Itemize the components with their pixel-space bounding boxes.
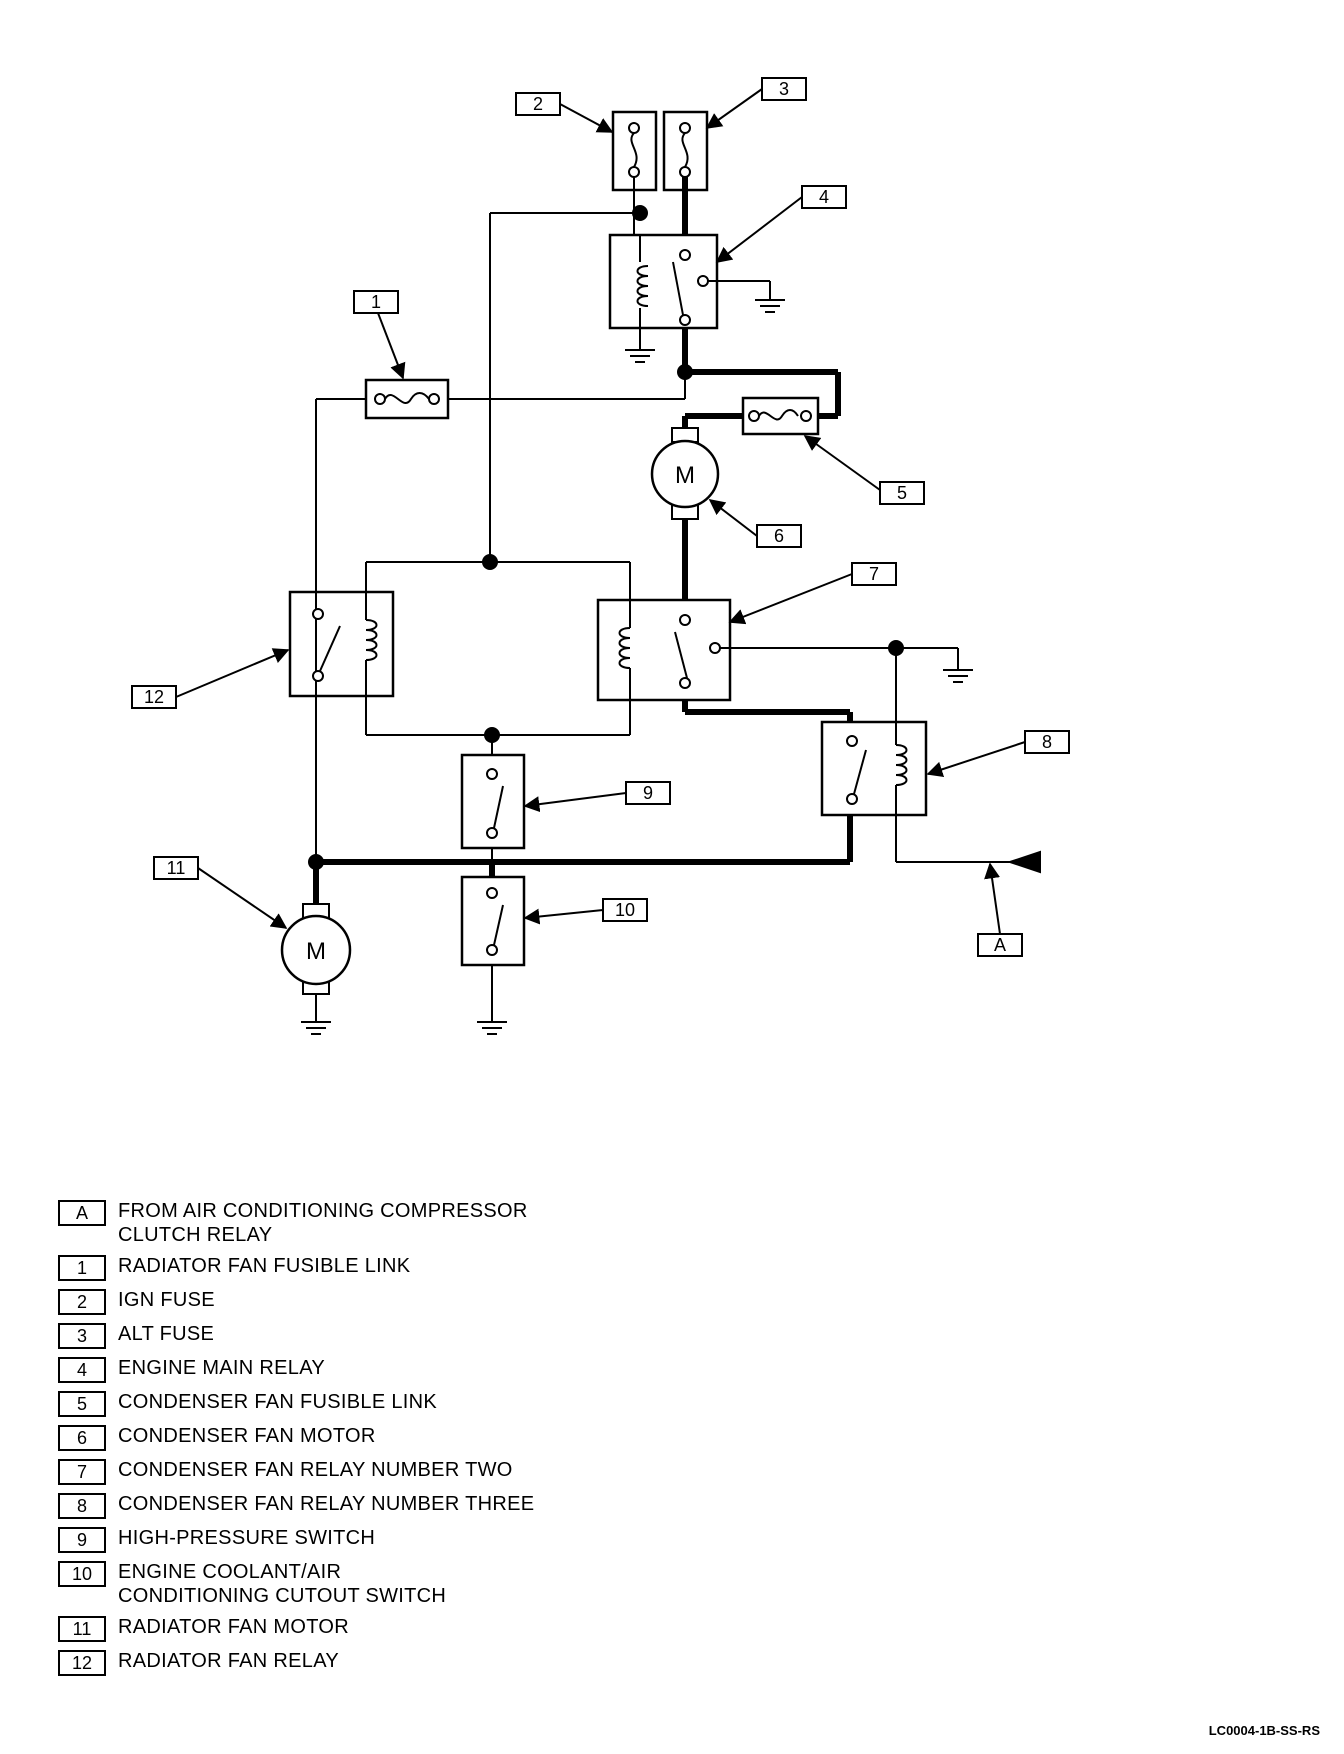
condenser-fan-relay-three bbox=[820, 720, 928, 817]
legend-text: CONDENSER FAN FUSIBLE LINK bbox=[118, 1391, 437, 1413]
high-pressure-switch bbox=[460, 753, 526, 850]
legend-key: 5 bbox=[58, 1391, 106, 1417]
legend-item-4: 4 ENGINE MAIN RELAY bbox=[58, 1355, 758, 1383]
callout-10: 10 bbox=[615, 900, 635, 920]
radiator-fan-fusible-link bbox=[364, 378, 450, 420]
legend-text: ALT FUSE bbox=[118, 1323, 215, 1345]
callout-7: 7 bbox=[869, 564, 879, 584]
legend-item-2: 2 IGN FUSE bbox=[58, 1287, 758, 1315]
callout-6: 6 bbox=[774, 526, 784, 546]
legend-text: RADIATOR FAN FUSIBLE LINK bbox=[118, 1255, 411, 1277]
legend-item-12: 12 RADIATOR FAN RELAY bbox=[58, 1648, 758, 1676]
legend-key: 7 bbox=[58, 1459, 106, 1485]
callout-1: 1 bbox=[371, 292, 381, 312]
legend-key: 8 bbox=[58, 1493, 106, 1519]
condenser-fan-relay-two bbox=[596, 598, 732, 702]
legend-item-9: 9 HIGH-PRESSURE SWITCH bbox=[58, 1525, 758, 1553]
legend-item-5: 5 CONDENSER FAN FUSIBLE LINK bbox=[58, 1389, 758, 1417]
legend-item-a: A FROM AIR CONDITIONING COMPRESSOR CLUTC… bbox=[58, 1198, 758, 1247]
legend-text: CONDENSER FAN RELAY NUMBER THREE bbox=[118, 1493, 535, 1515]
legend-key: 12 bbox=[58, 1650, 106, 1676]
legend-text: CONDENSER FAN MOTOR bbox=[118, 1425, 376, 1447]
legend-text: IGN FUSE bbox=[118, 1289, 215, 1311]
callout-a: A bbox=[994, 935, 1006, 955]
legend-item-1: 1 RADIATOR FAN FUSIBLE LINK bbox=[58, 1253, 758, 1281]
callout-4: 4 bbox=[819, 187, 829, 207]
condenser-fan-fusible-link bbox=[741, 396, 820, 436]
legend-text: ENGINE MAIN RELAY bbox=[118, 1357, 325, 1379]
callout-11: 11 bbox=[167, 858, 186, 878]
callout-5: 5 bbox=[897, 483, 907, 503]
legend: A FROM AIR CONDITIONING COMPRESSOR CLUTC… bbox=[58, 1198, 758, 1682]
legend-key: 2 bbox=[58, 1289, 106, 1315]
legend-item-8: 8 CONDENSER FAN RELAY NUMBER THREE bbox=[58, 1491, 758, 1519]
motor-symbol-6: M bbox=[675, 462, 695, 489]
radiator-fan-relay bbox=[288, 590, 395, 698]
callout-8: 8 bbox=[1042, 732, 1052, 752]
legend-text: CONDENSER FAN RELAY NUMBER TWO bbox=[118, 1459, 513, 1481]
coolant-ac-cutout-switch bbox=[460, 875, 526, 967]
legend-text: ENGINE COOLANT/AIR CONDITIONING CUTOUT S… bbox=[118, 1561, 447, 1607]
legend-key: 11 bbox=[58, 1616, 106, 1642]
callout-2: 2 bbox=[533, 94, 543, 114]
legend-item-7: 7 CONDENSER FAN RELAY NUMBER TWO bbox=[58, 1457, 758, 1485]
legend-text: RADIATOR FAN RELAY bbox=[118, 1650, 340, 1672]
callout-3: 3 bbox=[779, 79, 789, 99]
callout-12: 12 bbox=[144, 687, 164, 707]
legend-key: 3 bbox=[58, 1323, 106, 1349]
alt-fuse bbox=[662, 110, 709, 192]
legend-item-3: 3 ALT FUSE bbox=[58, 1321, 758, 1349]
legend-key: 6 bbox=[58, 1425, 106, 1451]
legend-key: 9 bbox=[58, 1527, 106, 1553]
figure-id: LC0004-1B-SS-RS bbox=[1208, 1723, 1320, 1738]
legend-key: 4 bbox=[58, 1357, 106, 1383]
legend-item-10: 10 ENGINE COOLANT/AIR CONDITIONING CUTOU… bbox=[58, 1559, 758, 1608]
legend-item-6: 6 CONDENSER FAN MOTOR bbox=[58, 1423, 758, 1451]
legend-key: A bbox=[58, 1200, 106, 1226]
legend-text: RADIATOR FAN MOTOR bbox=[118, 1616, 349, 1638]
legend-key: 10 bbox=[58, 1561, 106, 1587]
legend-text: HIGH-PRESSURE SWITCH bbox=[118, 1527, 376, 1549]
legend-text: FROM AIR CONDITIONING COMPRESSOR CLUTCH … bbox=[118, 1200, 528, 1246]
wiring-diagram: 2 3 4 1 5 6 7 12 8 9 11 10 A M M bbox=[131, 77, 1070, 1035]
legend-item-11: 11 RADIATOR FAN MOTOR bbox=[58, 1614, 758, 1642]
engine-main-relay bbox=[608, 233, 719, 330]
callout-9: 9 bbox=[643, 783, 653, 803]
legend-key: 1 bbox=[58, 1255, 106, 1281]
motor-symbol-11: M bbox=[306, 938, 326, 965]
